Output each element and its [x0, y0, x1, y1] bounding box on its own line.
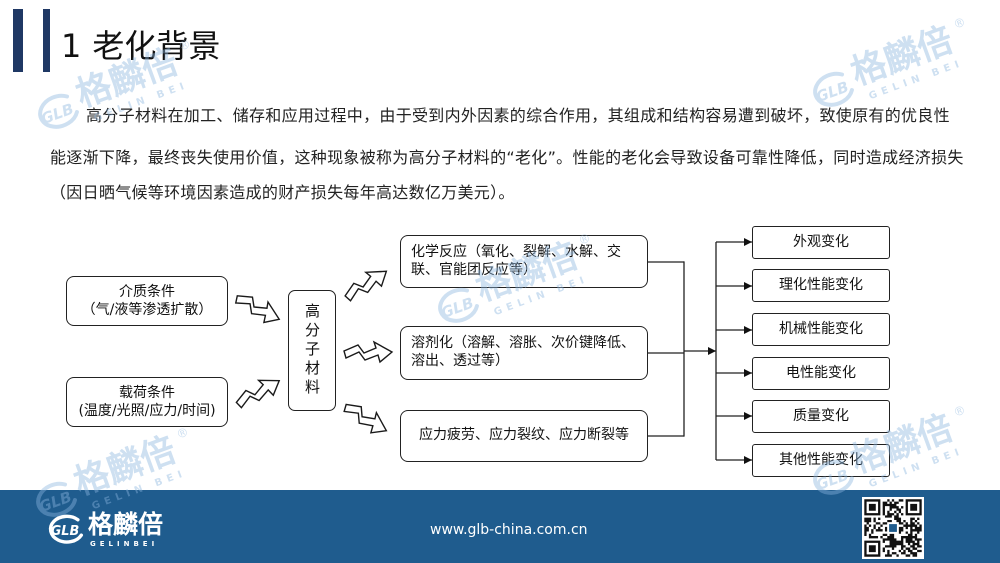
factor-detail: (温度/光照/应力/时间) — [78, 403, 216, 419]
qr-pattern — [864, 499, 922, 557]
factor-box-medium: 介质条件 （气/液等渗透扩散） — [66, 276, 228, 326]
title-accent-bar — [13, 9, 23, 72]
effect-box: 其他性能变化 — [752, 444, 890, 477]
zigzag-arrow-medium-to-material — [234, 295, 281, 324]
title-number: 1 — [61, 27, 82, 65]
process-line: 化学反应（氧化、裂解、水解、交 — [411, 244, 621, 260]
zigzag-arrow-to-solvation — [343, 340, 394, 364]
logo-mark-text: GLB — [51, 524, 80, 539]
process-box-chemical: 化学反应（氧化、裂解、水解、交 联、官能团反应等） — [400, 235, 648, 288]
paragraph-line: 高分子材料在加工、储存和应用过程中，由于受到内外因素的综合作用，其组成和结构容易… — [86, 106, 950, 125]
process-line: 溶出、透过等） — [411, 353, 509, 369]
zigzag-arrow-load-to-material — [235, 379, 281, 409]
qr-center-logo — [889, 524, 897, 532]
effect-box: 机械性能变化 — [752, 313, 890, 346]
effect-box: 电性能变化 — [752, 357, 890, 390]
paragraph-line: （因日晒气候等环境因素造成的财产损失每年高达数亿万美元）。 — [50, 183, 515, 202]
footer-logo: GLB 格麟倍 GELINBEI — [45, 510, 175, 550]
page-title: 1 老化背景 — [61, 24, 220, 68]
logo-swirl — [48, 514, 83, 544]
process-line: 联、官能团反应等） — [411, 262, 537, 278]
title-text: 老化背景 — [92, 27, 221, 65]
factor-detail: （气/液等渗透扩散） — [81, 302, 213, 318]
footer-bar: GLB 格麟倍 GELINBEI www.glb-china.com.cn — [0, 490, 1000, 563]
glb-logo-icon: GLB — [48, 514, 83, 544]
process-line: 应力疲劳、应力裂纹、应力断裂等 — [419, 427, 629, 443]
footer-brand-en: GELINBEI — [90, 540, 159, 548]
paragraph-line: 能逐渐下降，最终丧失使用价值，这种现象被称为高分子材料的“老化”。性能的老化会导… — [50, 148, 964, 167]
zigzag-arrow-to-stress — [343, 403, 388, 434]
factor-box-load: 载荷条件 (温度/光照/应力/时间) — [66, 377, 228, 427]
zigzag-arrow-to-chemical — [344, 270, 388, 302]
factor-title: 载荷条件 — [119, 385, 175, 401]
process-line: 溶剂化（溶解、溶胀、次价键降低、 — [411, 335, 635, 351]
website-url: www.glb-china.com.cn — [430, 522, 588, 538]
material-label: 高分子材料 — [303, 303, 321, 398]
factor-title: 介质条件 — [119, 284, 175, 300]
effect-box: 质量变化 — [752, 400, 890, 433]
process-box-solvation: 溶剂化（溶解、溶胀、次价键降低、 溶出、透过等） — [400, 326, 648, 380]
title-accent-bar-thin — [43, 9, 50, 72]
effect-box: 理化性能变化 — [752, 269, 890, 302]
effect-box: 外观变化 — [752, 226, 890, 259]
material-box: 高分子材料 — [288, 290, 336, 411]
qr-code-icon — [862, 497, 924, 559]
footer-brand-cn: 格麟倍 — [88, 510, 164, 539]
process-box-stress: 应力疲劳、应力裂纹、应力断裂等 — [400, 410, 648, 462]
